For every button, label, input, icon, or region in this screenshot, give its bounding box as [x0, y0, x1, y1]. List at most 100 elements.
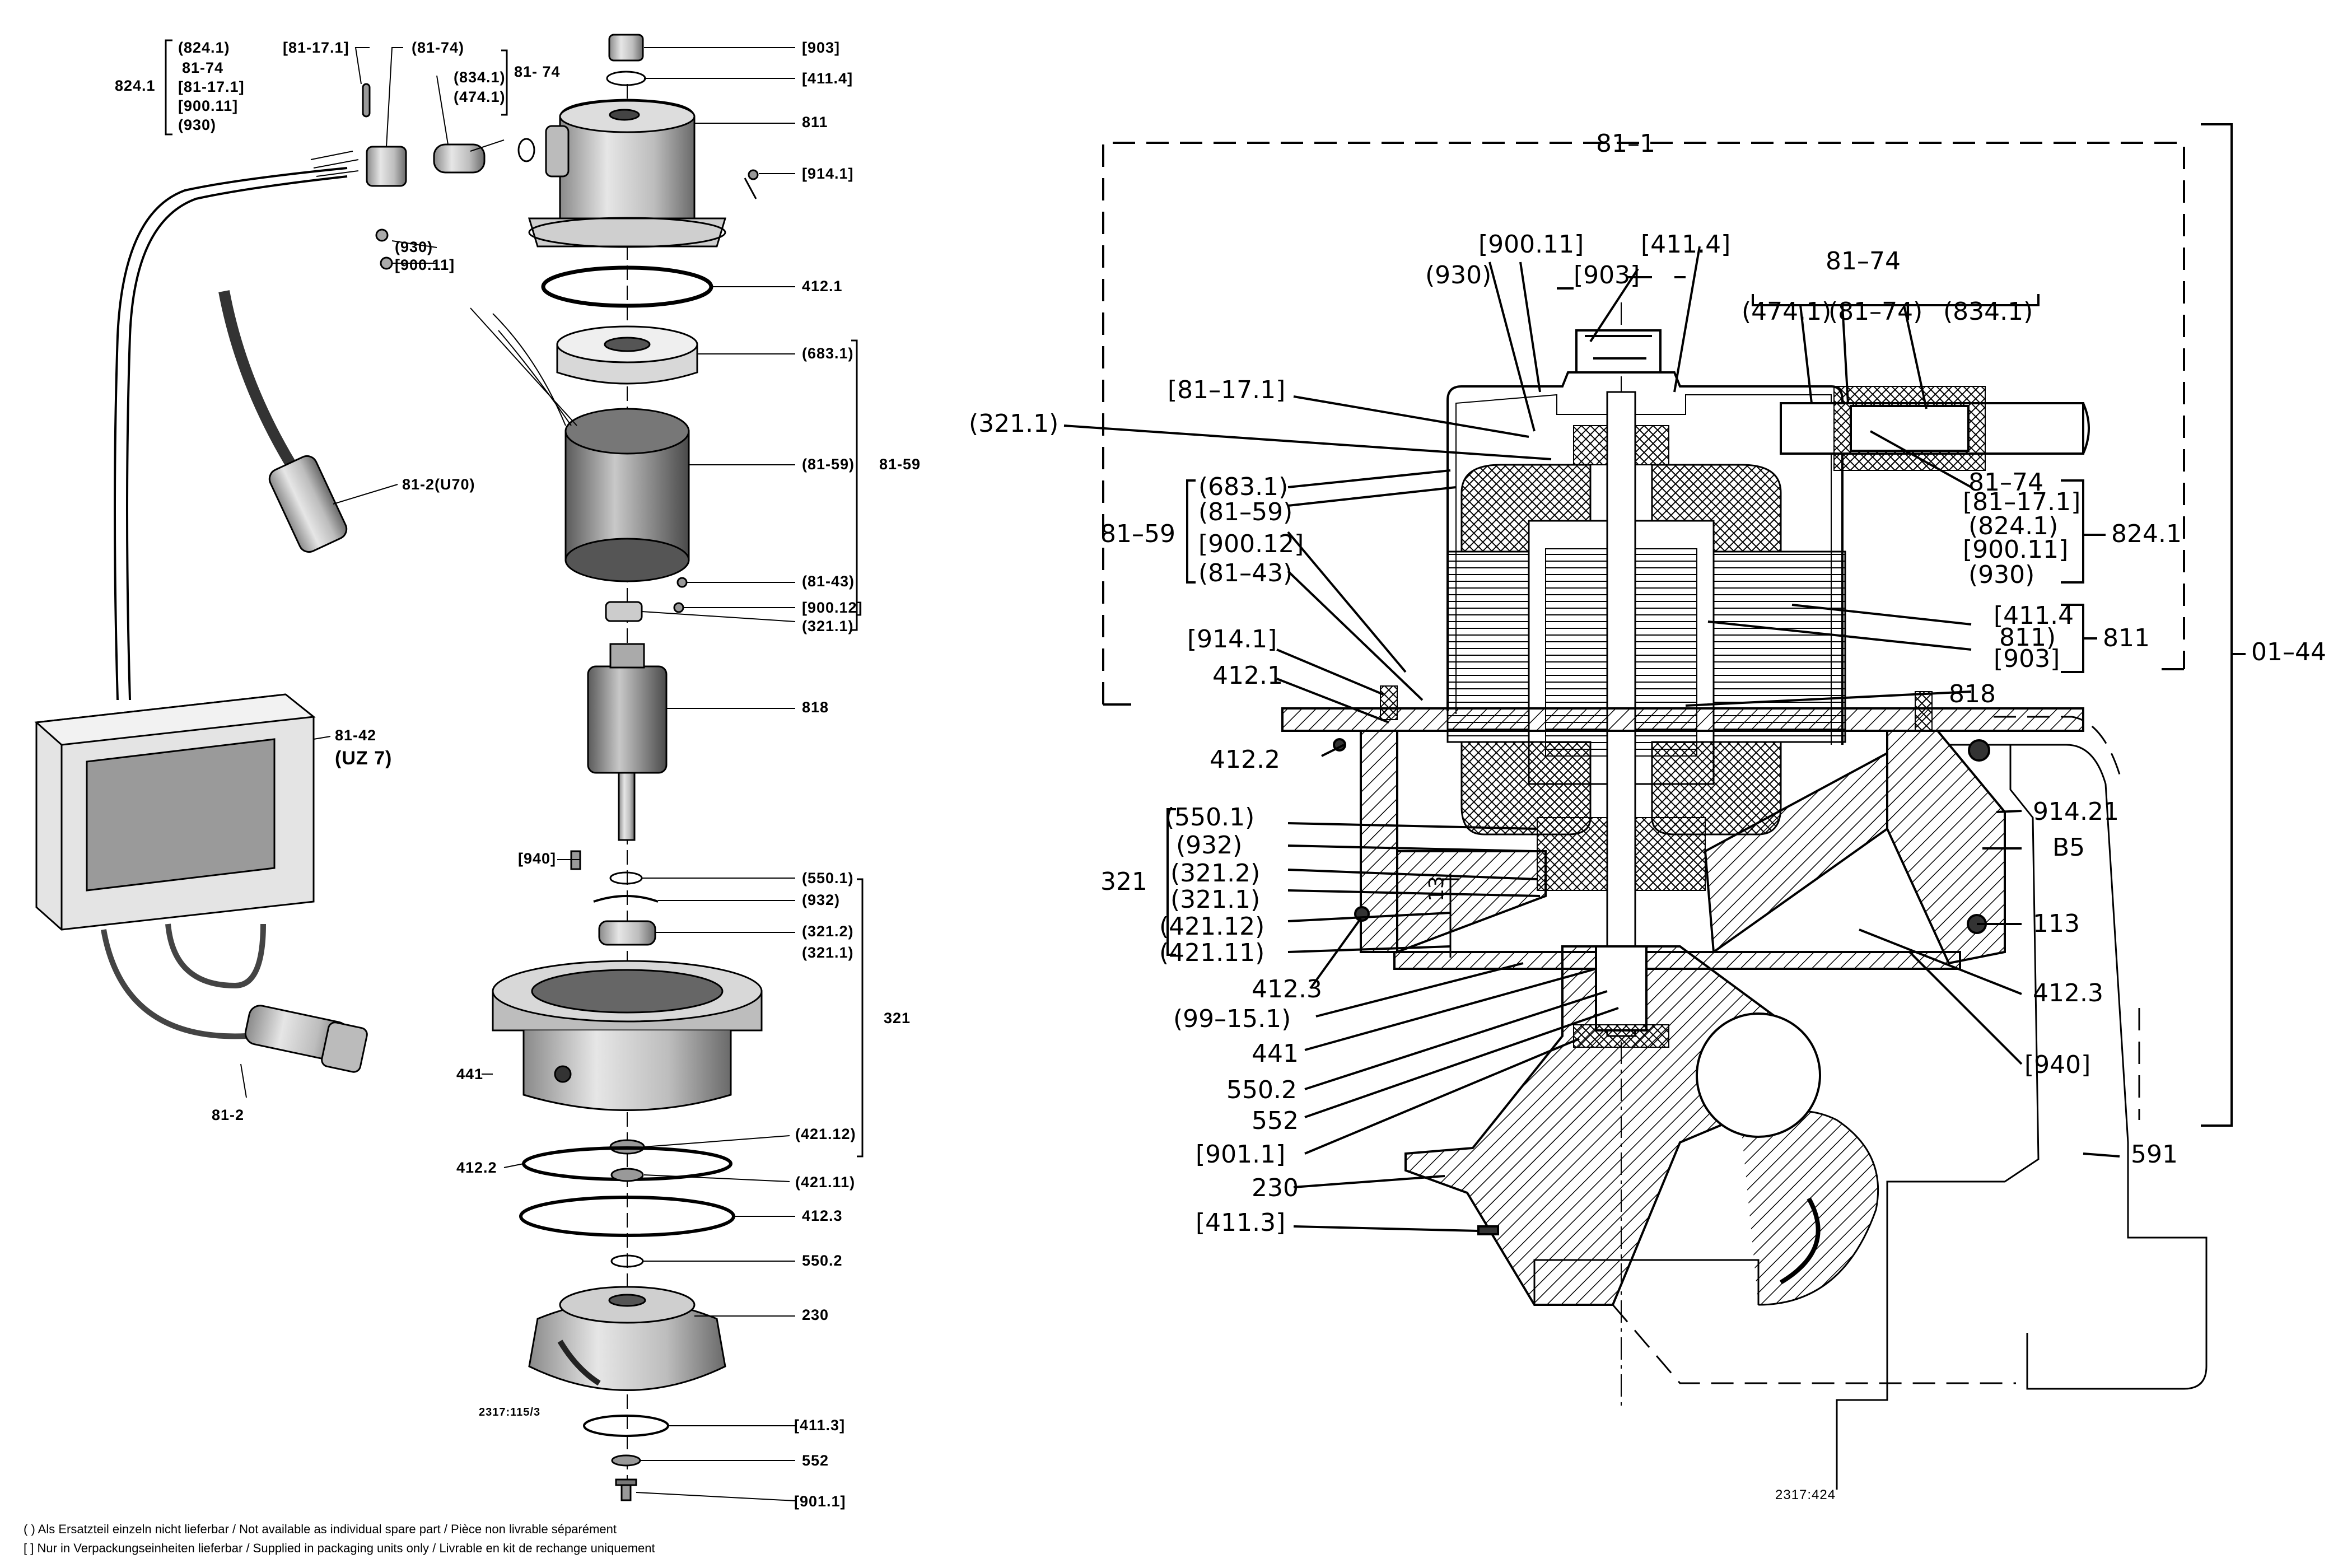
label-81-1: 81–1: [1596, 129, 1655, 158]
label-824-list-4: [900.11]: [178, 97, 239, 114]
label-441: 441: [456, 1066, 484, 1082]
label-552: 552: [802, 1452, 829, 1469]
label-474-1: (474.1): [454, 88, 506, 105]
label-s-824-1: 824.1: [2111, 520, 2182, 548]
label-s-932: (932): [1176, 831, 1243, 860]
label-81-2-u70: 81-2(U70): [402, 476, 475, 493]
label-824-list-3: [81-17.1]: [178, 78, 245, 95]
label-s-591: 591: [2131, 1140, 2178, 1169]
label-940: [940]: [518, 850, 557, 867]
label-s-818: 818: [1949, 680, 1996, 708]
label-s-550-2: 550.2: [1226, 1076, 1297, 1104]
label-s-824-list-1: 81–74: [1968, 468, 2043, 497]
label-824-list-5: (930): [178, 116, 217, 133]
label-s-824-list-3: (824.1): [1968, 512, 2059, 540]
label-81-17-1-top: [81-17.1]: [283, 39, 349, 56]
label-s-914-21: 914.21: [2033, 797, 2119, 826]
label-s-81-74: 81–74: [1826, 247, 1901, 276]
drawing-ref-left: 2317:115/3: [479, 1406, 541, 1418]
label-412-3: 412.3: [802, 1207, 843, 1224]
label-411-3: [411.3]: [794, 1417, 846, 1434]
label-421-11: (421.11): [795, 1174, 856, 1191]
label-321-1-bottom: (321.1): [802, 944, 854, 961]
label-s-900-11: [900.11]: [1478, 230, 1584, 259]
label-s-411-3: [411.3]: [1196, 1208, 1286, 1237]
label-s-474-1: (474.1): [1742, 297, 1832, 326]
label-932: (932): [802, 892, 841, 908]
label-s-113: 113: [2033, 909, 2080, 938]
footnote-brackets: [ ] Nur in Verpackungseinheiten lieferba…: [24, 1541, 655, 1555]
label-900-11: [900.11]: [395, 256, 455, 273]
label-s-411-4: [411.4]: [1641, 230, 1731, 259]
label-s-914-1: [914.1]: [1187, 625, 1277, 654]
label-s-412-1: 412.1: [1212, 661, 1283, 690]
label-824-list-1: (824.1): [178, 39, 230, 56]
drawing-ref-right: 2317:424: [1775, 1487, 1836, 1502]
label-901-1: [901.1]: [794, 1493, 846, 1510]
exploded-view: [34, 34, 864, 1501]
section-view: [1063, 123, 2246, 1490]
label-s-321-1: (321.1): [969, 409, 1059, 438]
label-81-74-top: (81-74): [412, 39, 465, 56]
label-412-1: 412.1: [802, 278, 843, 295]
label-411-4: [411.4]: [802, 70, 853, 87]
label-81-2: 81-2: [212, 1107, 245, 1123]
label-s-940: [940]: [2024, 1051, 2091, 1079]
label-81-43: (81-43): [802, 573, 855, 590]
label-412-2: 412.2: [456, 1159, 497, 1176]
label-s-81-17-1: [81–17.1]: [1168, 376, 1286, 404]
label-s-321: 321: [1100, 867, 1147, 896]
label-321-1-top: (321.1): [802, 618, 854, 634]
label-s-930: (930): [1425, 261, 1492, 290]
label-683-1: (683.1): [802, 345, 854, 362]
label-81-74-bracket: 81- 74: [514, 63, 561, 80]
label-s-81-43: (81–43): [1198, 559, 1293, 587]
label-230: 230: [802, 1306, 829, 1323]
dimension-13: 13: [1425, 876, 1448, 902]
label-s-824-list-2: [81–17.1]: [1963, 488, 2081, 516]
label-s-811-list-2: 811): [1999, 623, 2056, 652]
label-s-824-list-4: [900.11]: [1963, 535, 2069, 564]
label-s-321-1b: (321.1): [1170, 885, 1261, 914]
label-s-412-3-right: 412.3: [2033, 979, 2103, 1007]
label-s-412-2: 412.2: [1210, 745, 1280, 774]
label-321-group: 321: [884, 1010, 911, 1026]
label-s-412-3: 412.3: [1252, 975, 1322, 1004]
label-s-321-2: (321.2): [1170, 859, 1261, 888]
label-s-811-list-3: [903]: [1994, 645, 2060, 673]
label-s-421-12: (421.12): [1159, 912, 1265, 941]
label-s-552: 552: [1252, 1107, 1299, 1135]
label-s-550-1: (550.1): [1165, 803, 1255, 832]
label-811: 811: [802, 114, 828, 130]
label-824-1: 824.1: [115, 77, 156, 94]
label-321-2: (321.2): [802, 923, 854, 940]
label-s-901-1: [901.1]: [1196, 1140, 1286, 1169]
label-824-list-2: 81-74: [182, 59, 224, 76]
label-81-59-group: 81-59: [879, 456, 921, 473]
label-550-2: 550.2: [802, 1252, 843, 1269]
label-s-81-59: 81–59: [1100, 520, 1175, 548]
label-421-12: (421.12): [795, 1126, 856, 1142]
label-900-12: [900.12]: [802, 599, 863, 616]
label-s-81-59b: (81–59): [1198, 498, 1293, 526]
label-s-441: 441: [1252, 1039, 1299, 1068]
label-550-1: (550.1): [802, 870, 854, 886]
footnote-parentheses: ( ) Als Ersatzteil einzeln nicht lieferb…: [24, 1522, 617, 1536]
label-s-99-15-1: (99–15.1): [1173, 1005, 1291, 1033]
label-s-683-1: (683.1): [1198, 473, 1289, 501]
label-903: [903]: [802, 39, 841, 56]
label-s-230: 230: [1252, 1174, 1299, 1202]
label-s-b5: B5: [2052, 833, 2085, 862]
label-s-824-list-5: (930): [1968, 561, 2035, 589]
label-930: (930): [395, 239, 433, 255]
label-818: 818: [802, 699, 829, 716]
label-834-1: (834.1): [454, 69, 506, 86]
label-81-59-part: (81-59): [802, 456, 855, 473]
label-81-42: 81-42: [335, 727, 377, 744]
label-s-811-list-1: [411.4: [1994, 601, 2074, 630]
label-s-834-1: (834.1): [1943, 297, 2033, 326]
label-s-900-12: [900.12]: [1198, 530, 1304, 558]
label-s-421-11: (421.11): [1159, 939, 1265, 967]
